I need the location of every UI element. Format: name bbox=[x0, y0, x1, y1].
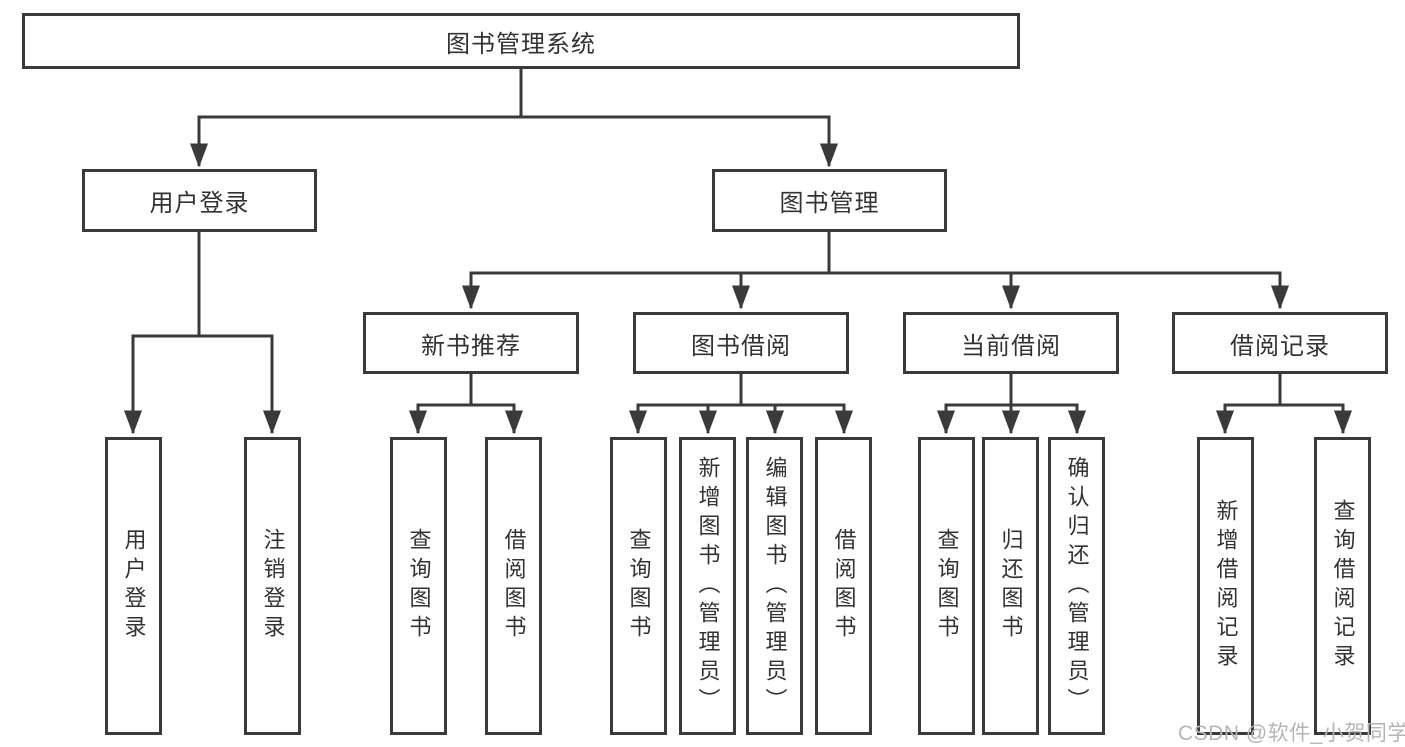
connector-root-to-level2 bbox=[190, 69, 838, 168]
leaf-borrow-query-book: 查询图书 bbox=[610, 437, 667, 735]
connector-borrow-record-children bbox=[1216, 374, 1352, 435]
node-label: 新增图书（管理员） bbox=[695, 455, 721, 717]
leaf-borrow-edit-book-admin: 编辑图书（管理员） bbox=[746, 437, 803, 735]
node-book-borrow: 图书借阅 bbox=[633, 312, 849, 374]
connector-book-borrow-children bbox=[629, 374, 853, 435]
node-label: 归还图书 bbox=[998, 528, 1024, 644]
node-label: 用户登录 bbox=[121, 528, 147, 644]
leaf-recommend-query-book: 查询图书 bbox=[390, 437, 447, 735]
node-label: 当前借阅 bbox=[961, 332, 1061, 360]
node-borrow-record: 借阅记录 bbox=[1172, 312, 1388, 374]
leaf-borrow-borrow-book: 借阅图书 bbox=[815, 437, 872, 735]
node-current-borrow: 当前借阅 bbox=[903, 312, 1119, 374]
node-label: 借阅记录 bbox=[1230, 332, 1330, 360]
leaf-borrow-add-book-admin: 新增图书（管理员） bbox=[679, 437, 736, 735]
node-label: 图书管理 bbox=[779, 190, 880, 217]
connector-new-book-recommend-children bbox=[409, 374, 523, 435]
leaf-recommend-borrow-book: 借阅图书 bbox=[485, 437, 542, 735]
leaf-user-login: 用户登录 bbox=[105, 437, 162, 735]
connector-current-borrow-children bbox=[937, 374, 1086, 435]
node-label: 查询图书 bbox=[934, 528, 960, 644]
node-book-management: 图书管理 bbox=[712, 169, 947, 232]
node-label: 借阅图书 bbox=[501, 528, 527, 644]
leaf-record-query-record: 查询借阅记录 bbox=[1314, 437, 1371, 735]
leaf-current-return-book: 归还图书 bbox=[982, 437, 1039, 735]
node-label: 查询借阅记录 bbox=[1330, 499, 1356, 673]
leaf-current-confirm-return-admin: 确认归还（管理员） bbox=[1048, 437, 1105, 735]
node-label: 新书推荐 bbox=[421, 332, 521, 360]
node-user-login: 用户登录 bbox=[82, 169, 317, 232]
node-new-book-recommend: 新书推荐 bbox=[363, 312, 579, 374]
node-label: 确认归还（管理员） bbox=[1064, 455, 1090, 717]
leaf-logout-login: 注销登录 bbox=[244, 437, 301, 735]
connector-user-login-children bbox=[124, 232, 281, 435]
connector-book-management-children bbox=[462, 232, 1289, 310]
leaf-current-query-book: 查询图书 bbox=[918, 437, 975, 735]
node-label: 新增借阅记录 bbox=[1213, 499, 1239, 673]
node-label: 借阅图书 bbox=[831, 528, 857, 644]
node-label: 查询图书 bbox=[406, 528, 432, 644]
node-label: 图书管理系统 bbox=[446, 30, 596, 58]
csdn-watermark: CSDN @软件_小贺同学 bbox=[1178, 722, 1405, 745]
node-label: 注销登录 bbox=[260, 528, 286, 644]
node-label: 查询图书 bbox=[626, 528, 652, 644]
node-label: 用户登录 bbox=[149, 190, 250, 217]
node-system-root: 图书管理系统 bbox=[22, 13, 1020, 69]
node-label: 编辑图书（管理员） bbox=[762, 455, 788, 717]
node-label: 图书借阅 bbox=[691, 332, 791, 360]
leaf-record-add-record: 新增借阅记录 bbox=[1197, 437, 1254, 735]
